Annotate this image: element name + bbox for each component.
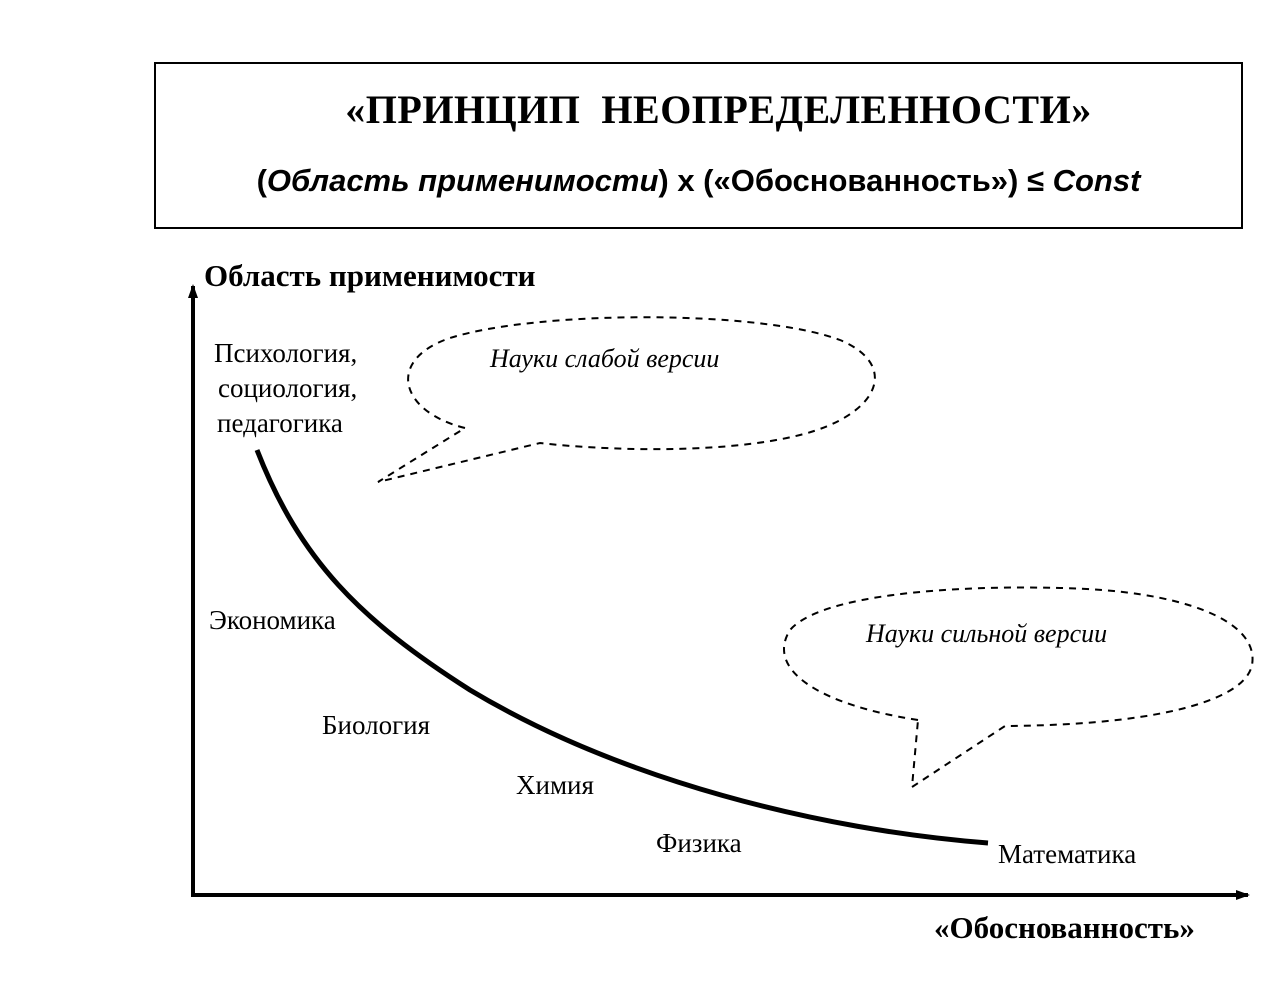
diagram-title: «ПРИНЦИП НЕОПРЕДЕЛЕННОСТИ» (345, 87, 1092, 132)
label-psychology-line2: социология, (218, 373, 358, 404)
strong-bubble-outline (783, 586, 1254, 789)
label-biology: Биология (322, 710, 431, 740)
uncertainty-curve (254, 449, 989, 846)
label-psychology: Психология, социология, педагогика (214, 336, 357, 441)
formula: (Область применимости) х («Обоснованност… (156, 163, 1241, 199)
formula-term1: Область применимости (266, 163, 659, 198)
label-psychology-line3: педагогика (217, 408, 343, 439)
y-axis-label: Область применимости (204, 258, 536, 293)
strong-version-text: Науки сильной версии (866, 619, 1108, 648)
label-psychology-line1: Психология, (214, 338, 358, 368)
formula-open-paren: ( (256, 163, 267, 198)
title-box: «ПРИНЦИП НЕОПРЕДЕЛЕННОСТИ» (Область прим… (154, 62, 1243, 229)
weak-bubble-outline (377, 316, 876, 483)
label-chemistry: Химия (516, 770, 594, 800)
formula-middle: ) х («Обоснованность») (658, 163, 1027, 198)
formula-leq: ≤ (1026, 163, 1044, 198)
label-mathematics: Математика (998, 839, 1137, 869)
formula-const: Const (1043, 163, 1141, 198)
weak-version-text: Науки слабой версии (490, 344, 720, 373)
x-axis-label: «Обоснованность» (934, 910, 1195, 945)
label-economics: Экономика (209, 605, 336, 635)
label-physics: Физика (656, 828, 742, 858)
